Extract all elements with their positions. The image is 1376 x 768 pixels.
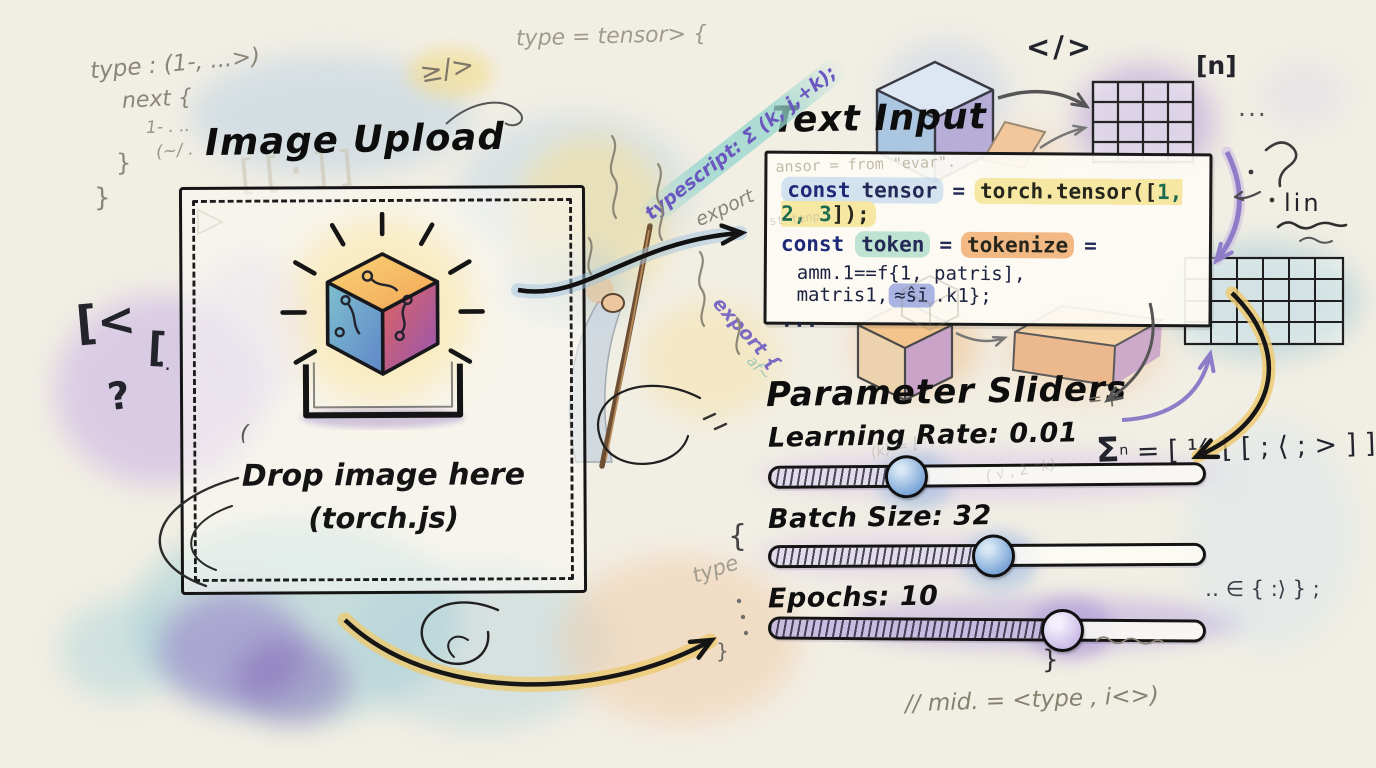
ghost-code-note: ansor = from "evar".: [775, 152, 957, 176]
note-scratch-1: 1- . ..: [145, 115, 191, 139]
ellipsis-glyph: ...: [1238, 93, 1268, 122]
watercolor-blob: [408, 48, 493, 98]
slider-label-epochs: Epochs: 10: [767, 580, 939, 615]
watercolor-blob: [560, 555, 800, 725]
code-identifier: tensor: [861, 178, 938, 203]
watercolor-blob: [1258, 60, 1348, 130]
drop-image-subtext: (torch.js): [308, 500, 460, 536]
code-function-call: torch.tensor([: [979, 178, 1158, 205]
slider-batch-size[interactable]: [767, 533, 1207, 578]
code-line-4: ...: [780, 307, 819, 332]
brace-open-mid: {: [728, 519, 748, 554]
dropzone-dashed-area: Drop image here (torch.js): [192, 198, 574, 582]
slider-knob[interactable]: [885, 454, 929, 498]
code-operator: =: [952, 178, 966, 203]
note-close-brace-1: }: [116, 149, 132, 177]
lambda-note: = ǂ: [1086, 387, 1117, 411]
note-scratch-2: (~/ .: [155, 139, 195, 163]
code-smudge: ≈ŝī: [888, 283, 935, 308]
brace-below-epochs: }: [1042, 645, 1059, 675]
code-operator: =: [939, 232, 953, 257]
lin-underline-squiggle: [1276, 221, 1348, 244]
slider-fill: [770, 608, 1084, 652]
sigma-glyph: Σ: [1095, 430, 1121, 471]
element-of-note: ‥ ∈ { :⟩ } ;: [1205, 577, 1320, 601]
note-close-brace-2: }: [94, 183, 111, 213]
parameter-sliders-heading: Parameter Sliders: [765, 368, 1128, 416]
image-upload-heading: Image Upload: [204, 114, 506, 165]
brace-small-bottom: }: [716, 639, 729, 663]
watercolor-blob: [235, 638, 350, 723]
export-note-gray: export: [692, 184, 758, 232]
mid-comment-note: // mid. = <type , i<>): [904, 682, 1160, 718]
arrow-cube-to-matrix: [997, 89, 1091, 109]
code-close: ]);: [831, 202, 870, 227]
code-line-2: const token = tokenize =: [780, 231, 1209, 259]
lin-note: lin: [1284, 189, 1322, 217]
left-glyph-dots: ·.: [158, 351, 171, 375]
code-text: .k1};: [934, 284, 992, 308]
watercolor-blob: [160, 592, 305, 707]
code-keyword: const: [780, 231, 845, 257]
drop-image-text: Drop image here: [241, 457, 526, 494]
code-tag-glyph: </>: [1026, 30, 1095, 64]
slider-epochs[interactable]: [767, 608, 1207, 652]
neural-cube-icon: [325, 252, 440, 376]
code-identifier: token: [855, 231, 931, 258]
upload-tray-icon: [302, 361, 464, 419]
n-bracket-glyph: [n]: [1196, 51, 1237, 80]
code-line-3: amm.1==f{1, patris], matris1,≈ŝī.k1};: [797, 262, 1209, 309]
note-type-tensor: type = tensor> {: [515, 21, 708, 52]
glow-rays-icon: [280, 211, 485, 365]
code-keyword: const: [787, 177, 851, 203]
arrow-grid-to-grid: [1211, 146, 1245, 266]
image-dropzone[interactable]: Drop image here (torch.js): [178, 184, 588, 596]
upload-cube-icon: [280, 211, 485, 429]
formula-body: = [ ½ [ [ ; ⟨ ; > ] ]: [1127, 428, 1376, 468]
note-next-brace: next {: [121, 85, 193, 114]
slider-label-batch-size: Batch Size: 32: [767, 500, 993, 535]
left-glyph-bracket-lt: [<: [73, 291, 138, 351]
code-function: tokenize: [960, 231, 1075, 259]
code-operator: =: [1084, 233, 1097, 258]
slider-fill: [770, 454, 929, 498]
slider-knob[interactable]: [971, 533, 1015, 578]
slider-fill: [770, 533, 1015, 578]
